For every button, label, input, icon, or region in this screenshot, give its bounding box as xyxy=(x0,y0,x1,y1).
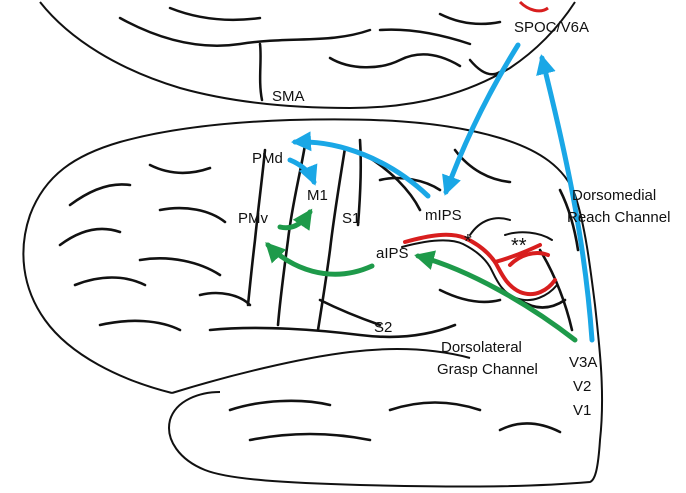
label-v3a: V3A xyxy=(569,354,598,371)
label-sma: SMA xyxy=(272,88,305,105)
label-asterisk-double: ** xyxy=(511,235,527,257)
medial-hemisphere-outline xyxy=(39,1,576,110)
label-pmv: PMv xyxy=(238,210,268,227)
spoc-red-sulcus-top xyxy=(518,0,549,13)
label-asterisk-single: * xyxy=(464,231,472,253)
label-v2: V2 xyxy=(573,378,592,395)
label-mips: mIPS xyxy=(425,207,462,224)
label-dorsolateral-line1: Dorsolateral xyxy=(441,339,522,356)
grasp-arrows xyxy=(265,208,578,343)
ips-outline xyxy=(401,217,558,302)
arrow-aips-to-pmv xyxy=(265,242,375,277)
arrow-spoc-to-mips xyxy=(442,42,521,196)
medial-sulci xyxy=(118,6,502,102)
reach-arrows xyxy=(287,42,595,343)
arrow-mips-to-pmd xyxy=(291,131,431,199)
label-aips: aIPS xyxy=(376,245,409,262)
label-dorsomedial-line2: Reach Channel xyxy=(567,209,671,226)
label-v1: V1 xyxy=(573,402,592,419)
label-pmd: PMd xyxy=(252,150,283,167)
arrow-pmv-to-m1 xyxy=(277,208,313,231)
label-m1: M1 xyxy=(307,187,328,204)
label-dorsomedial-line1: Dorsomedial xyxy=(572,187,657,204)
temporal-lobe-boundary xyxy=(171,348,471,394)
label-spoc-v6a: SPOC/V6A xyxy=(514,19,590,36)
lateral-sulci xyxy=(58,138,580,442)
label-dorsolateral-line2: Grasp Channel xyxy=(437,361,538,378)
label-s2: S2 xyxy=(374,319,393,336)
lateral-hemisphere-outline xyxy=(22,118,604,488)
arrow-v3a-to-spoc xyxy=(536,54,595,343)
arrow-pmd-to-m1 xyxy=(287,157,318,186)
label-s1: S1 xyxy=(342,210,361,227)
arrow-v3a-to-aips xyxy=(414,250,578,343)
ips-red-sulcus xyxy=(403,232,557,297)
